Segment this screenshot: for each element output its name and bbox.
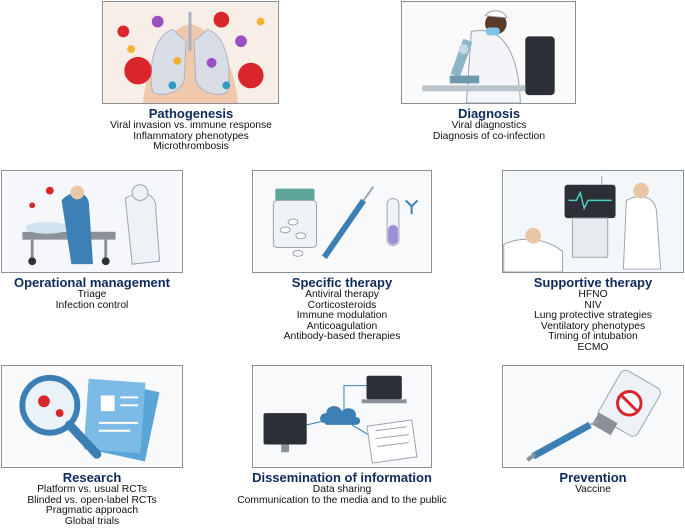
- pathogenesis-illustration: [102, 1, 279, 104]
- supportive-title: Supportive therapy: [533, 275, 653, 290]
- specific-item: Immune modulation: [296, 310, 388, 321]
- microscope-icon: [402, 2, 575, 103]
- diagnosis-item: Viral diagnostics: [451, 120, 527, 131]
- prevention-title: Prevention: [559, 470, 627, 485]
- operational-title: Operational management: [13, 275, 171, 290]
- prevention-illustration: [502, 365, 684, 468]
- supportive-item: Lung protective strategies: [534, 310, 652, 321]
- lungs-virus-icon: [103, 2, 278, 103]
- specific-illustration: [252, 170, 432, 273]
- vaccine-icon: [503, 366, 683, 467]
- specific-item: Anticoagulation: [306, 320, 378, 332]
- pathogenesis-item: Inflammatory phenotypes: [133, 130, 249, 142]
- operational-illustration: [1, 170, 183, 273]
- specific-item: Antiviral therapy: [305, 289, 379, 300]
- supportive-item: Ventilatory phenotypes: [540, 320, 646, 332]
- research-item: Blinded vs. open-label RCTs: [27, 494, 157, 506]
- operational-item: Triage: [77, 289, 107, 300]
- pathogenesis-item: Microthrombosis: [153, 141, 229, 152]
- research-item: Pragmatic approach: [45, 505, 139, 516]
- ventilator-icon: [503, 171, 683, 272]
- diagnosis-title: Diagnosis: [457, 106, 521, 121]
- pathogenesis-section: Pathogenesis Viral invasion vs. immune r…: [92, 107, 290, 153]
- supportive-item: ECMO: [577, 341, 609, 353]
- research-illustration: [1, 365, 183, 468]
- dissemination-illustration: [252, 365, 432, 468]
- supportive-item: Timing of intubation: [548, 331, 638, 342]
- cloud-computer-icon: [253, 366, 431, 467]
- dissemination-section: Dissemination of information Data sharin…: [222, 471, 462, 506]
- dissemination-item: Data sharing: [312, 484, 372, 495]
- operational-item: Infection control: [55, 299, 129, 311]
- pathogenesis-item: Viral invasion vs. immune response: [110, 120, 272, 131]
- specific-item: Corticosteroids: [307, 299, 377, 311]
- prevention-section: Prevention Vaccine: [502, 471, 684, 496]
- supportive-item: NIV: [584, 299, 602, 311]
- specific-title: Specific therapy: [291, 275, 393, 290]
- pills-syringe-icon: [253, 171, 431, 272]
- research-item: Global trials: [64, 515, 120, 527]
- research-item: Platform vs. usual RCTs: [37, 484, 147, 495]
- supportive-section: Supportive therapy HFNO NIV Lung protect…: [494, 276, 685, 353]
- supportive-item: HFNO: [578, 289, 608, 300]
- stretcher-icon: [2, 171, 182, 272]
- operational-section: Operational management Triage Infection …: [2, 276, 182, 311]
- dissemination-title: Dissemination of information: [252, 470, 432, 485]
- specific-item: Antibody-based therapies: [283, 331, 401, 342]
- research-title: Research: [62, 470, 122, 485]
- prevention-item: Vaccine: [575, 484, 611, 495]
- specific-section: Specific therapy Antiviral therapy Corti…: [250, 276, 434, 343]
- supportive-illustration: [502, 170, 684, 273]
- dissemination-item: Communication to the media and to the pu…: [237, 494, 447, 506]
- magnifier-icon: [2, 366, 182, 467]
- diagnosis-item: Diagnosis of co-infection: [432, 130, 546, 142]
- diagnosis-illustration: [401, 1, 576, 104]
- research-section: Research Platform vs. usual RCTs Blinded…: [2, 471, 182, 527]
- pathogenesis-title: Pathogenesis: [148, 106, 234, 121]
- diagnosis-section: Diagnosis Viral diagnostics Diagnosis of…: [398, 107, 580, 142]
